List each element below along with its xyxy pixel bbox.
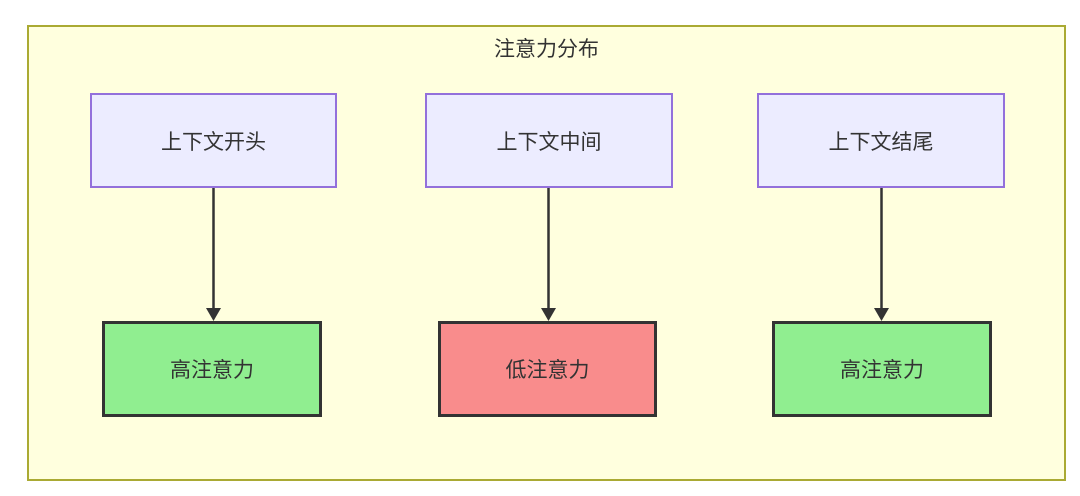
- node-high-attention-right: 高注意力: [772, 321, 992, 417]
- node-high-attention-left: 高注意力: [102, 321, 322, 417]
- diagram-title: 注意力分布: [494, 38, 599, 61]
- node-context-middle-label: 上下文中间: [496, 130, 602, 154]
- node-context-start-label: 上下文开头: [161, 130, 266, 154]
- node-high-attention-right-label: 高注意力: [840, 359, 924, 382]
- node-high-attention-left-label: 高注意力: [170, 359, 254, 382]
- node-context-start: 上下文开头: [90, 93, 337, 188]
- node-low-attention-middle-label: 低注意力: [505, 359, 590, 382]
- node-context-middle: 上下文中间: [425, 93, 673, 188]
- node-context-end: 上下文结尾: [757, 93, 1005, 188]
- node-context-end-label: 上下文结尾: [828, 130, 934, 154]
- node-low-attention-middle: 低注意力: [438, 321, 657, 417]
